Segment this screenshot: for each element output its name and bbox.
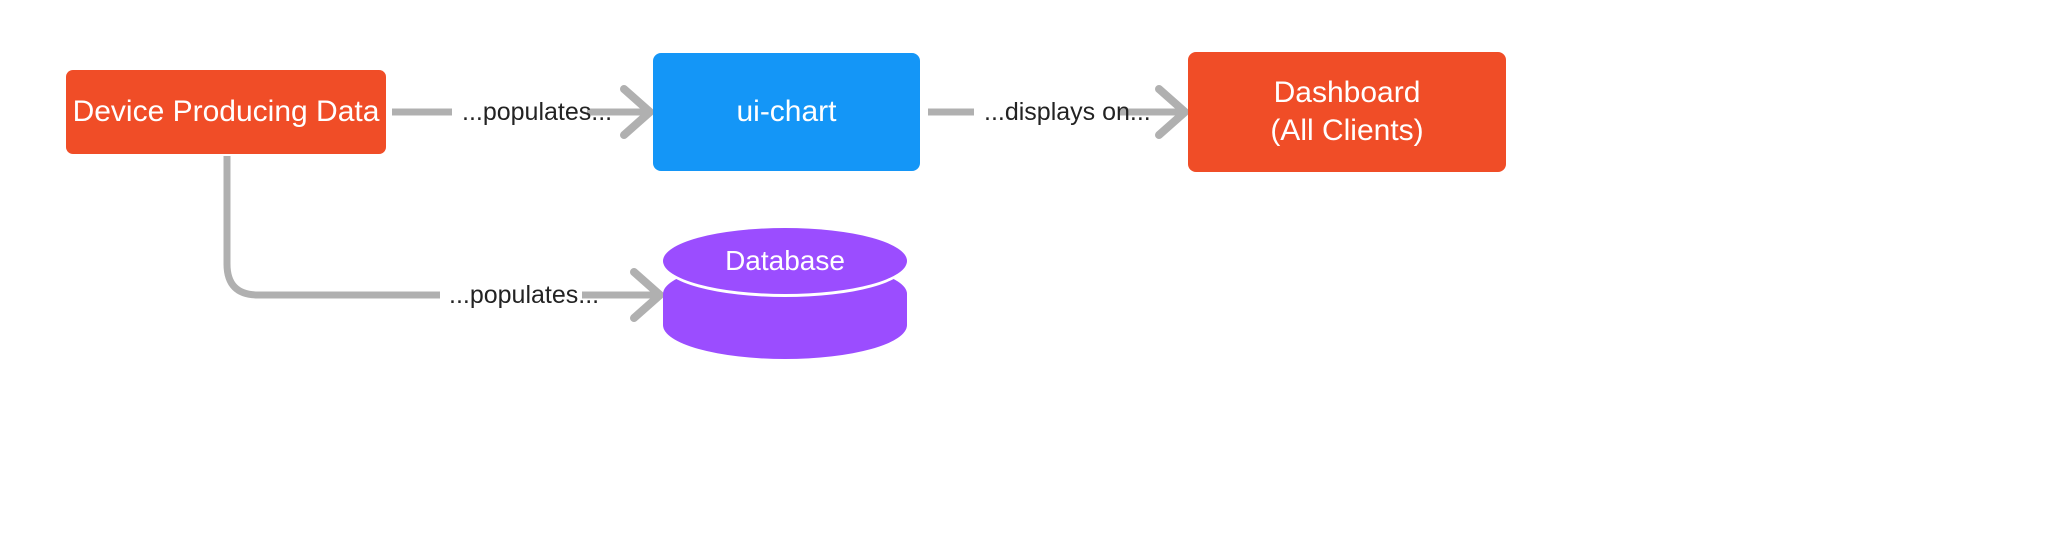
- node-ui-chart-label: ui-chart: [736, 94, 837, 128]
- edge-device-to-database-elbow: [223, 156, 440, 299]
- edge-label-uichart-to-dashboard: ...displays on...: [984, 98, 1151, 126]
- node-device-producing-data-label: Device Producing Data: [72, 94, 380, 128]
- node-dashboard-label: Dashboard (All Clients): [1270, 75, 1424, 147]
- edge-label-device-to-uichart: ...populates...: [462, 98, 613, 126]
- node-device-producing-data[interactable]: Device Producing Data: [66, 70, 386, 154]
- node-dashboard[interactable]: Dashboard (All Clients): [1188, 52, 1506, 172]
- edge-device-to-uichart-arrowhead: [620, 85, 654, 139]
- edge-label-device-to-database: ...populates...: [449, 281, 600, 309]
- edge-device-to-database-arrowhead: [630, 268, 664, 322]
- node-database[interactable]: Database: [663, 228, 907, 359]
- node-database-label: Database: [725, 245, 845, 276]
- edge-uichart-to-dashboard-arrowhead: [1155, 85, 1189, 139]
- database-cylinder-top: [663, 228, 907, 294]
- node-ui-chart[interactable]: ui-chart: [653, 53, 920, 171]
